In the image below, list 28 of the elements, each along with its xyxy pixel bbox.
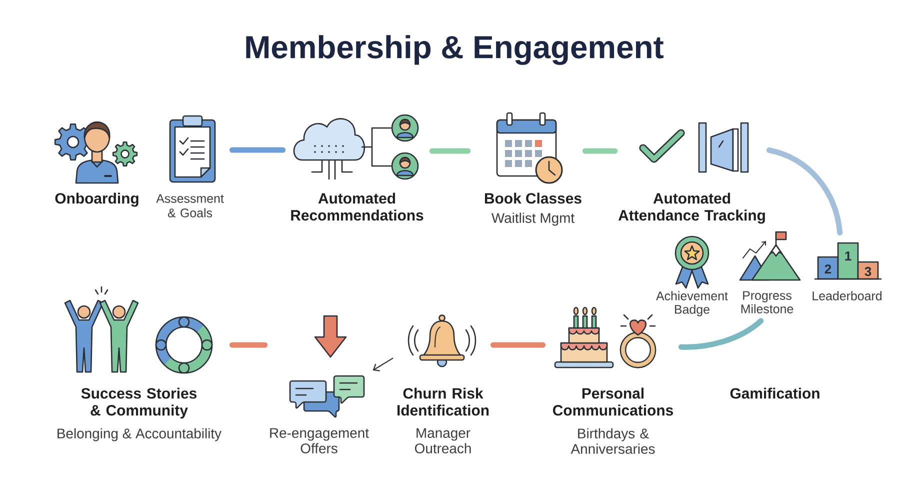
stage-title: Personal Communications [553,388,673,416]
connector-line [429,148,471,154]
stage-caption: Manager Outreach [414,428,471,454]
rank-number: 3 [864,266,872,276]
rank-number: 2 [824,264,832,274]
connector-line [490,342,546,348]
connector-line [229,147,286,153]
stage-title: Automated Recommendations [291,192,424,221]
title: Membership & Engagement [246,35,664,65]
item-label: Leaderboard [812,291,882,300]
connector-line [678,318,764,350]
connector-line [766,147,843,236]
item-label: Achievement Badge [656,291,728,316]
stage-caption: Birthdays & Anniversaries [570,428,655,454]
item-label: Progress Milestone [741,291,794,314]
stage-caption: Belonging & Accountability [58,428,222,442]
stage-title: Onboarding [55,192,138,207]
stage-title: Book Classes [485,192,582,204]
stage-caption: Assessment & Goals [156,194,224,218]
connector-line [582,148,618,154]
stage-caption: Re-engagement Offers [270,428,369,454]
stage-title: Churn Risk Identification [398,388,489,416]
stage-title: Gamification [730,388,820,399]
connector-line [229,342,268,348]
stage-caption: Waitlist Mgmt [491,212,574,226]
arrow [372,358,394,372]
stage-title: Success Stories & Community [81,388,197,419]
stage-title: Automated Attendance Tracking [618,192,765,224]
